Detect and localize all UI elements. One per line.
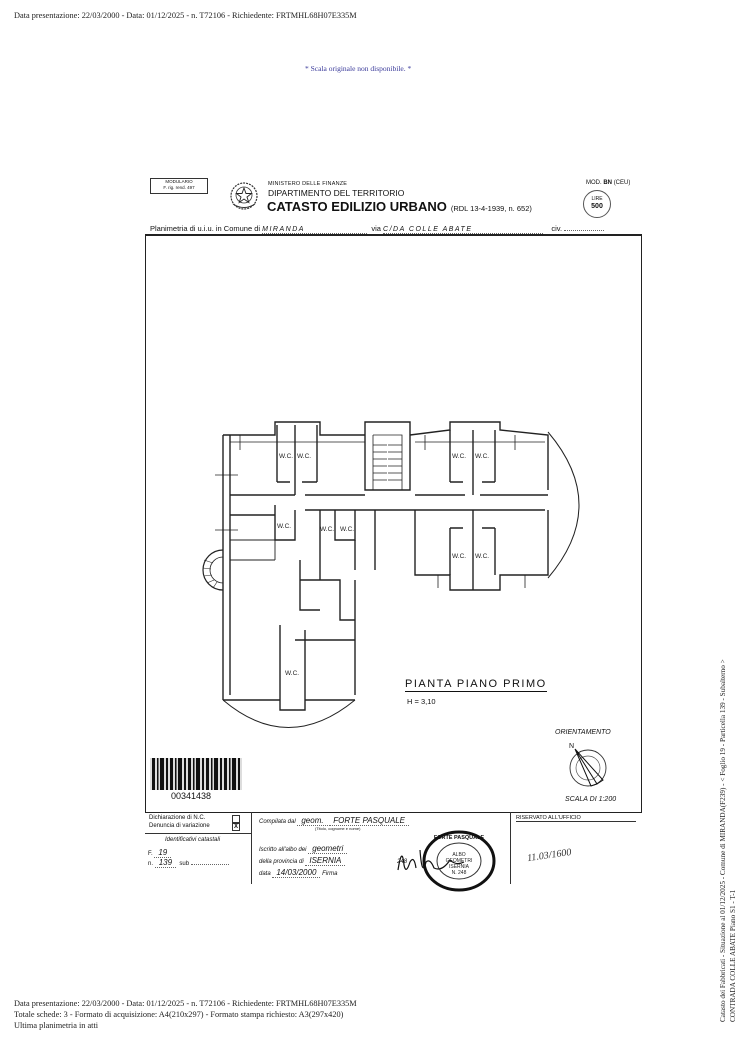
civ-label: civ.	[551, 224, 563, 233]
lire-label: LIRE	[591, 196, 603, 202]
side-line-2: CONTRADA COLLE ABATE Piano S1 - T-1	[729, 889, 737, 1022]
footer-line-3: Ultima planimetria in atti	[14, 1021, 99, 1030]
professional-stamp-icon: ALBO GEOMETRI ISERNIA N. 248 FORTE PASQU…	[422, 830, 496, 892]
particella-label: n.	[148, 861, 154, 867]
svg-text:W.C.: W.C.	[277, 523, 291, 530]
identificativi-label: Identificativi catastali	[165, 837, 221, 843]
svg-text:W.C.: W.C.	[452, 553, 466, 560]
numero-albo: 248	[397, 859, 408, 865]
via-field: C/DA COLLE ABATE	[383, 226, 544, 234]
svg-text:W.C.: W.C.	[340, 526, 354, 533]
barcode-icon	[150, 758, 242, 790]
compilata-hint: (Titolo, cognome e nome)	[315, 826, 361, 831]
modulario-line1: MODULARIO	[165, 179, 193, 184]
svg-text:GEOMETRI: GEOMETRI	[446, 858, 473, 864]
svg-text:ALBO: ALBO	[452, 852, 465, 858]
foglio-value: 19	[154, 848, 172, 858]
department-label: DIPARTIMENTO DEL TERRITORIO	[268, 188, 405, 198]
plan-title: PIANTA PIANO PRIMO	[405, 678, 547, 692]
dichiarazione-nc-checkbox[interactable]	[232, 815, 240, 823]
divider	[145, 833, 251, 834]
svg-text:N. 248: N. 248	[452, 870, 467, 876]
svg-text:ISERNIA: ISERNIA	[449, 864, 470, 870]
ministry-label: MINISTERO DELLE FINANZE	[268, 181, 348, 187]
svg-text:FORTE PASQUALE: FORTE PASQUALE	[434, 835, 485, 841]
albo-value: geometri	[308, 844, 348, 854]
particella-row: n. 139 sub	[148, 858, 229, 868]
via-label: via	[371, 224, 381, 233]
comune-field: MIRANDA	[262, 226, 368, 234]
side-cadastral-info: Catasto dei Fabbricati - Situazione al 0…	[718, 652, 738, 1022]
mod-prefix: MOD.	[586, 180, 602, 186]
header-request-info: Data presentazione: 22/03/2000 - Data: 0…	[14, 11, 357, 20]
office-section: RISERVATO ALL'UFFICIO 11.03/1600	[513, 812, 640, 884]
riservato-label: RISERVATO ALL'UFFICIO	[516, 815, 636, 822]
foglio-row: F. 19	[148, 848, 172, 858]
civ-field	[564, 230, 605, 231]
compilata-name: FORTE PASQUALE	[329, 816, 409, 826]
svg-text:W.C.: W.C.	[475, 553, 489, 560]
form-title-ref: (RDL 13-4-1939, n. 652)	[450, 204, 532, 213]
office-annotation: 11.03/1600	[526, 846, 573, 865]
lire-value: 500	[591, 203, 603, 210]
drawing-sheet	[145, 234, 642, 813]
planimetria-label: Planimetria di u.i.u. in Comune di	[150, 224, 261, 233]
svg-text:W.C.: W.C.	[320, 526, 334, 533]
dichiarazione-nc-label: Dichiarazione di N.C.	[149, 815, 206, 821]
mod-code-value: BN	[603, 180, 613, 186]
form-title-text: CATASTO EDILIZIO URBANO	[267, 199, 447, 214]
denuncia-variazione-label: Denuncia di variazione	[149, 823, 210, 829]
modulario-line2: F. rig. rend. 497	[163, 185, 195, 190]
svg-text:W.C.: W.C.	[475, 453, 489, 460]
svg-text:W.C.: W.C.	[297, 453, 311, 460]
orientation-label: ORIENTAMENTO	[555, 729, 611, 736]
svg-text:W.C.: W.C.	[285, 670, 299, 677]
footer-line-2: Totale schede: 3 - Formato di acquisizio…	[14, 1010, 344, 1019]
scale-note: * Scala originale non disponibile. *	[305, 64, 412, 73]
north-label: N	[569, 743, 574, 750]
bottom-form: Dichiarazione di N.C. Denuncia di variaz…	[145, 812, 640, 884]
barcode-number: 00341438	[171, 791, 212, 801]
floor-plan-drawing: W.C. W.C. W.C. W.C. W.C. W.C. W.C. W.C. …	[202, 421, 580, 728]
sub-label: sub	[179, 861, 190, 867]
plan-height: H = 3,10	[407, 697, 436, 706]
denuncia-variazione-checkbox[interactable]: X	[232, 823, 240, 831]
firma-label: Firma	[322, 871, 338, 877]
footer-line-1: Data presentazione: 22/03/2000 - Data: 0…	[14, 999, 357, 1008]
north-compass-icon: N	[569, 743, 607, 787]
compiler-section: Compilata dal geom. FORTE PASQUALE (Tito…	[255, 812, 511, 884]
foglio-label: F.	[148, 851, 153, 857]
drawing-scale: SCALA DI 1:200	[565, 796, 617, 803]
particella-value: 139	[154, 858, 177, 868]
svg-text:W.C.: W.C.	[279, 453, 293, 460]
data-value: 14/03/2000	[272, 868, 321, 878]
planimetria-line: Planimetria di u.i.u. in Comune di MIRAN…	[150, 224, 605, 234]
modulario-box: MODULARIO F. rig. rend. 497	[150, 178, 208, 194]
provincia-value: ISERNIA	[305, 856, 346, 866]
compilata-label: Compilata dal	[259, 819, 296, 825]
declaration-section: Dichiarazione di N.C. Denuncia di variaz…	[145, 812, 252, 884]
italian-emblem-icon	[230, 182, 258, 210]
iscritto-label: Iscritto all'albo dei	[259, 847, 307, 853]
mod-suffix: (CEU)	[613, 180, 631, 186]
provincia-label: della provincia di	[259, 859, 304, 865]
sub-value	[190, 864, 229, 865]
mod-code: MOD. BN (CEU)	[586, 180, 630, 186]
revenue-stamp: LIRE 500	[583, 190, 611, 218]
side-line-1: Catasto dei Fabbricati - Situazione al 0…	[719, 659, 727, 1022]
form-title: CATASTO EDILIZIO URBANO(RDL 13-4-1939, n…	[267, 199, 532, 214]
data-label: data	[259, 871, 271, 877]
svg-text:W.C.: W.C.	[452, 453, 466, 460]
compilata-title: geom.	[297, 816, 328, 826]
